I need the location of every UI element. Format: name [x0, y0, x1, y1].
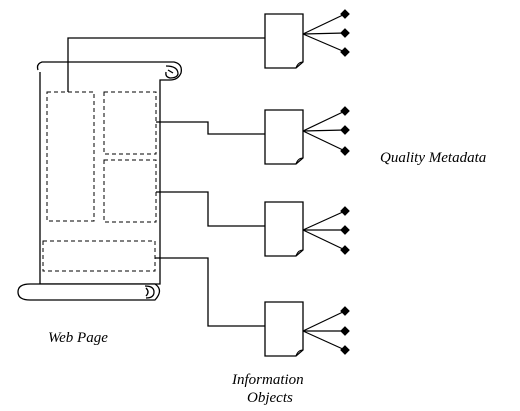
- connector-2: [156, 122, 265, 134]
- document-icon: [265, 302, 303, 356]
- document-icon: [265, 110, 303, 164]
- metadata-diamond: [341, 29, 349, 37]
- information-objects-label-line1: Information: [231, 372, 304, 388]
- metadata-fan: [303, 10, 349, 56]
- metadata-diamond: [341, 307, 349, 315]
- metadata-fan: [303, 207, 349, 254]
- metadata-diamond: [341, 126, 349, 134]
- document-icon: [265, 202, 303, 256]
- information-objects-label-line2: Objects: [247, 390, 293, 406]
- metadata-diamond: [341, 107, 349, 115]
- document-icon: [265, 14, 303, 68]
- connector-3: [156, 192, 265, 226]
- connector-4: [155, 258, 265, 326]
- metadata-diamond: [341, 207, 349, 215]
- information-object-2: [265, 107, 349, 164]
- metadata-fan: [303, 107, 349, 155]
- metadata-diamond: [341, 226, 349, 234]
- metadata-diamond: [341, 327, 349, 335]
- information-object-3: [265, 202, 349, 256]
- information-object-4: [265, 302, 349, 356]
- metadata-diamond: [341, 147, 349, 155]
- quality-metadata-label: Quality Metadata: [380, 150, 486, 166]
- information-object-1: [265, 10, 349, 68]
- web-page-label: Web Page: [48, 330, 108, 346]
- metadata-diamond: [341, 48, 349, 56]
- metadata-diamond: [341, 10, 349, 18]
- metadata-diamond: [341, 246, 349, 254]
- metadata-diamond: [341, 346, 349, 354]
- metadata-fan: [303, 307, 349, 354]
